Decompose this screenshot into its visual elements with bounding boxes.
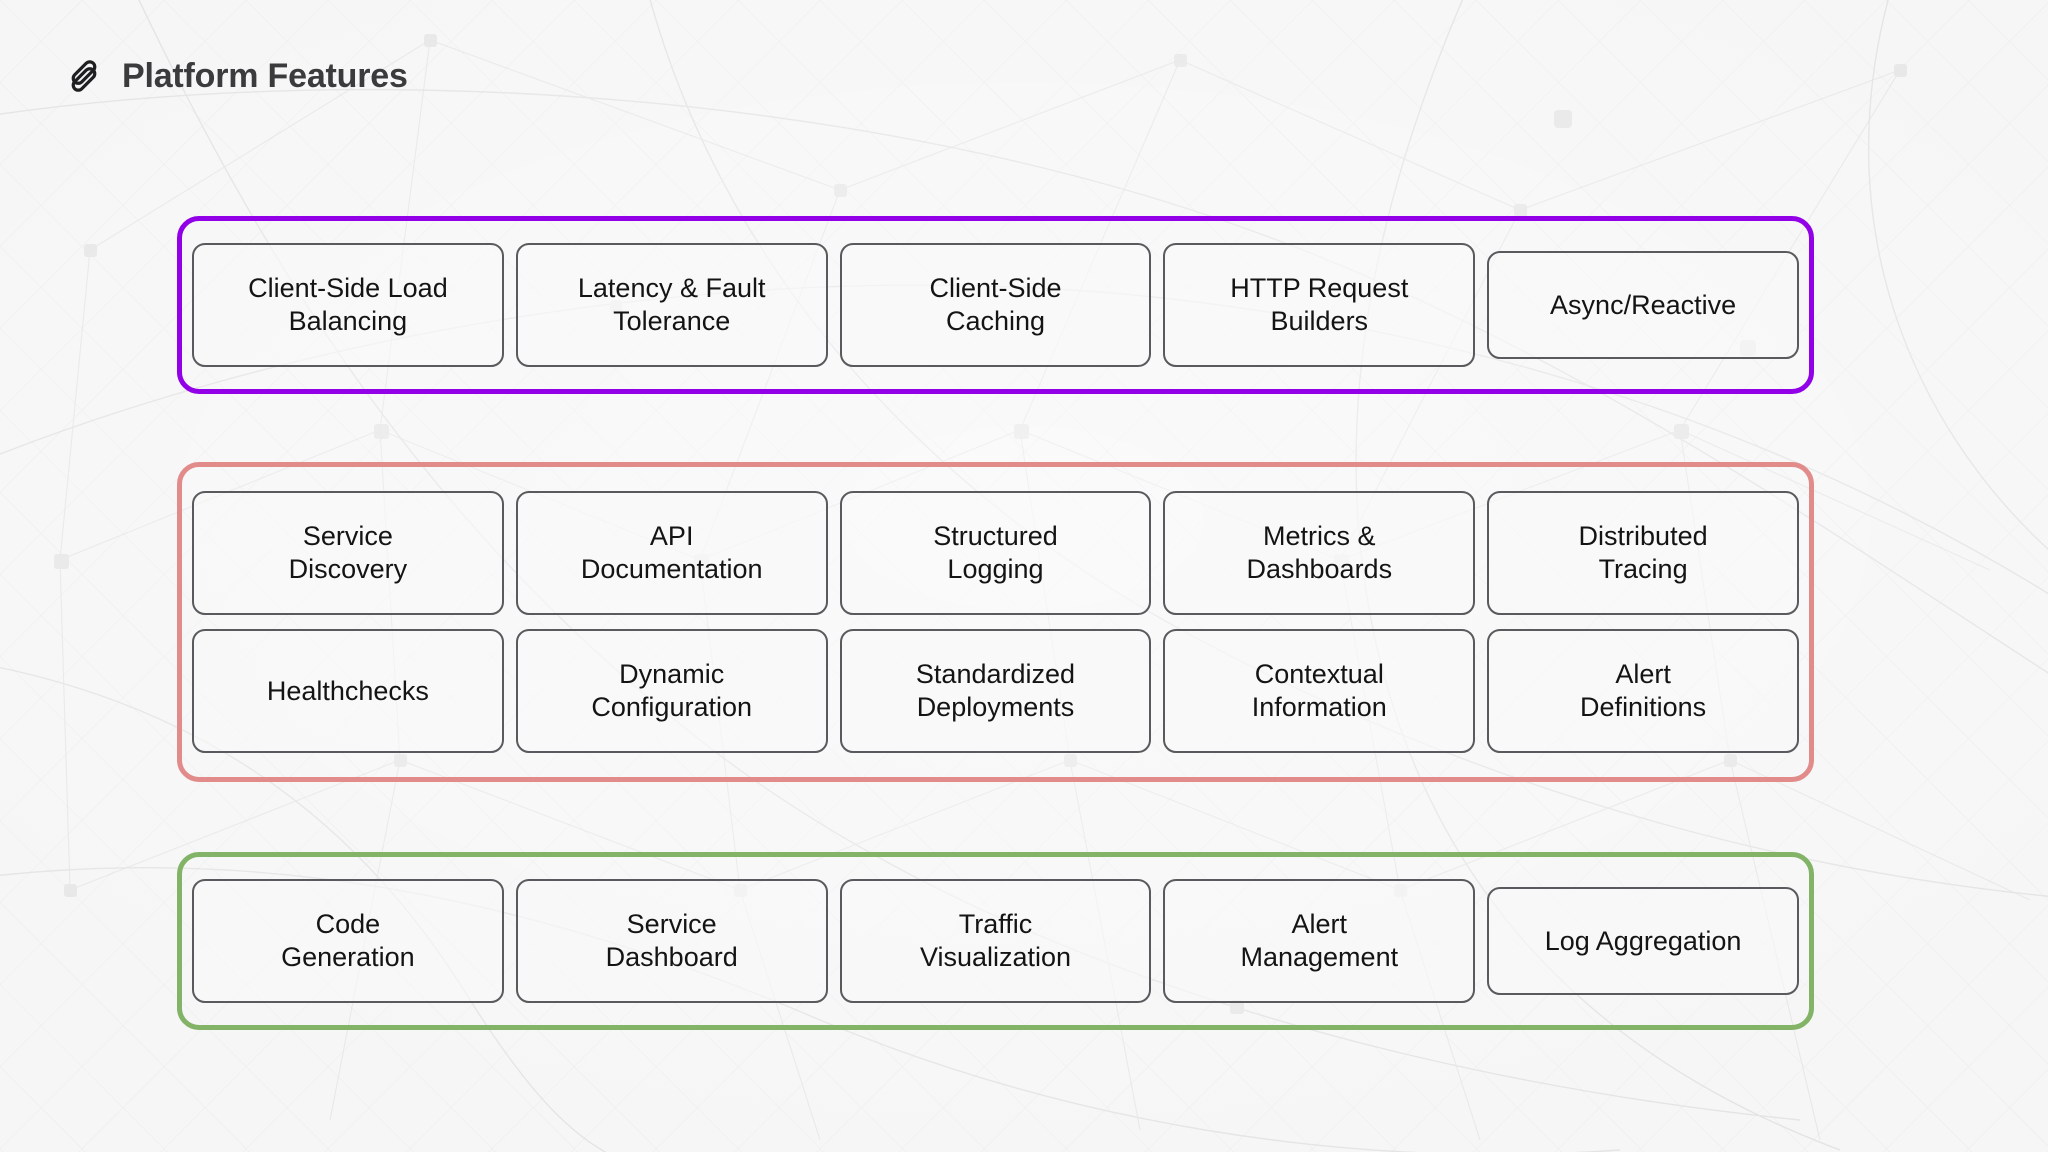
feature-card[interactable]: Latency & Fault Tolerance — [515, 243, 828, 367]
feature-row: Client-Side Load Balancing Latency & Fau… — [192, 243, 1799, 367]
feature-card[interactable]: Async/Reactive — [1487, 251, 1799, 359]
feature-card[interactable]: Contextual Information — [1163, 629, 1476, 753]
feature-card[interactable]: Service Discovery — [192, 491, 504, 615]
feature-card[interactable]: Traffic Visualization — [839, 879, 1152, 1003]
feature-group-tooling: Code Generation Service Dashboard Traffi… — [177, 852, 1814, 1030]
feature-group-ops: Service Discovery API Documentation Stru… — [177, 462, 1814, 782]
feature-card[interactable]: Client-Side Caching — [839, 243, 1152, 367]
header: Platform Features — [64, 56, 408, 96]
feature-card[interactable]: Structured Logging — [839, 491, 1152, 615]
feature-card[interactable]: Standardized Deployments — [839, 629, 1152, 753]
feature-row: Code Generation Service Dashboard Traffi… — [192, 879, 1799, 1003]
squarespace-logo-icon — [71, 60, 97, 92]
feature-group-core: Client-Side Load Balancing Latency & Fau… — [177, 216, 1814, 394]
feature-card[interactable]: Service Dashboard — [515, 879, 828, 1003]
feature-card[interactable]: API Documentation — [515, 491, 828, 615]
feature-card[interactable]: Healthchecks — [192, 629, 504, 753]
page-title: Platform Features — [122, 57, 408, 95]
feature-card[interactable]: Distributed Tracing — [1487, 491, 1799, 615]
feature-card[interactable]: Alert Management — [1163, 879, 1476, 1003]
feature-card[interactable]: Alert Definitions — [1487, 629, 1799, 753]
feature-row: Healthchecks Dynamic Configuration Stand… — [192, 629, 1799, 753]
feature-row: Service Discovery API Documentation Stru… — [192, 491, 1799, 615]
feature-card[interactable]: Dynamic Configuration — [515, 629, 828, 753]
feature-card[interactable]: Client-Side Load Balancing — [192, 243, 504, 367]
feature-card[interactable]: Metrics & Dashboards — [1163, 491, 1476, 615]
feature-card[interactable]: HTTP Request Builders — [1163, 243, 1476, 367]
feature-card[interactable]: Log Aggregation — [1487, 887, 1799, 995]
feature-card[interactable]: Code Generation — [192, 879, 504, 1003]
